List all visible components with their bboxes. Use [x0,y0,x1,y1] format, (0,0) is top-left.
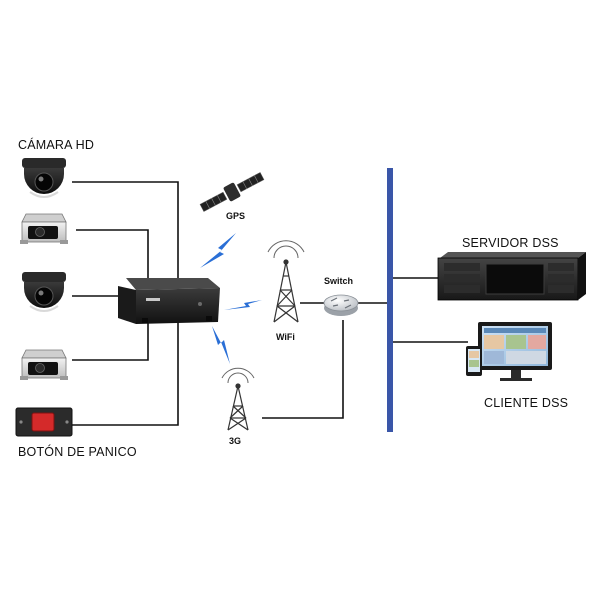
wifi-label: WiFi [276,332,295,342]
gps-signal-icon [200,233,236,268]
dome-camera-icon [22,272,66,312]
wifi-tower-icon [267,240,305,323]
link-3g-switch [262,320,344,419]
mobile-dvr-icon [118,278,220,324]
link-panic-button [72,322,179,426]
link-camera-2 [76,229,149,282]
panic-button-label: BOTÓN DE PANICO [18,445,137,459]
wifi-signal-icon [224,300,262,310]
box-camera-icon [20,349,68,380]
switch-icon [323,294,359,316]
server-icon [437,252,586,301]
network-backbone [387,168,393,432]
wired-connections [72,181,468,426]
dome-camera-icon [22,158,66,198]
satellite-icon [199,172,265,212]
box-camera-icon [20,213,68,244]
camera-hd-label: CÁMARA HD [18,138,95,152]
phone-icon [466,346,482,376]
monitor-icon [478,322,552,381]
panic-button-icon [15,407,73,437]
server-label: SERVIDOR DSS [462,236,559,250]
3g-label: 3G [229,436,242,446]
link-camera-1 [72,181,179,292]
switch-label: Switch [324,276,354,286]
gps-label: GPS [226,211,246,221]
cell-tower-icon [221,367,255,431]
client-label: CLIENTE DSS [484,396,569,410]
3g-signal-icon [212,326,230,364]
wireless-signals [200,233,262,364]
link-camera-4 [72,322,149,361]
